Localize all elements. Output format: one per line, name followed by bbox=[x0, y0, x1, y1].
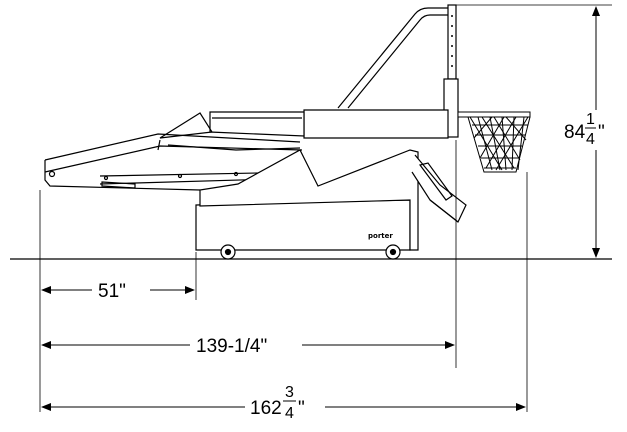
overall-den: 4 bbox=[285, 405, 294, 422]
extension-lines bbox=[39, 4, 612, 412]
dimension-height: 84 1 4 " bbox=[564, 6, 605, 258]
upper-boom bbox=[159, 109, 449, 139]
height-whole: 84 bbox=[564, 122, 586, 143]
height-den: 4 bbox=[586, 131, 595, 148]
hoop-net bbox=[457, 111, 531, 173]
ballast-base bbox=[195, 149, 467, 251]
height-unit: " bbox=[598, 122, 605, 143]
brand-mark: porter bbox=[368, 232, 393, 240]
overall-num: 3 bbox=[285, 384, 294, 401]
overall-unit: " bbox=[298, 398, 305, 419]
dimension-51: 51" bbox=[41, 281, 195, 302]
dim-139-label: 139-1/4" bbox=[196, 336, 267, 357]
height-num: 1 bbox=[586, 111, 595, 128]
dim-51-label: 51" bbox=[98, 281, 126, 302]
dimension-139: 139-1/4" bbox=[41, 336, 455, 357]
wheels bbox=[220, 244, 401, 260]
overall-whole: 162 bbox=[250, 398, 282, 419]
support-arm bbox=[337, 7, 450, 109]
dimension-overall: 162 3 4 " bbox=[41, 384, 526, 422]
